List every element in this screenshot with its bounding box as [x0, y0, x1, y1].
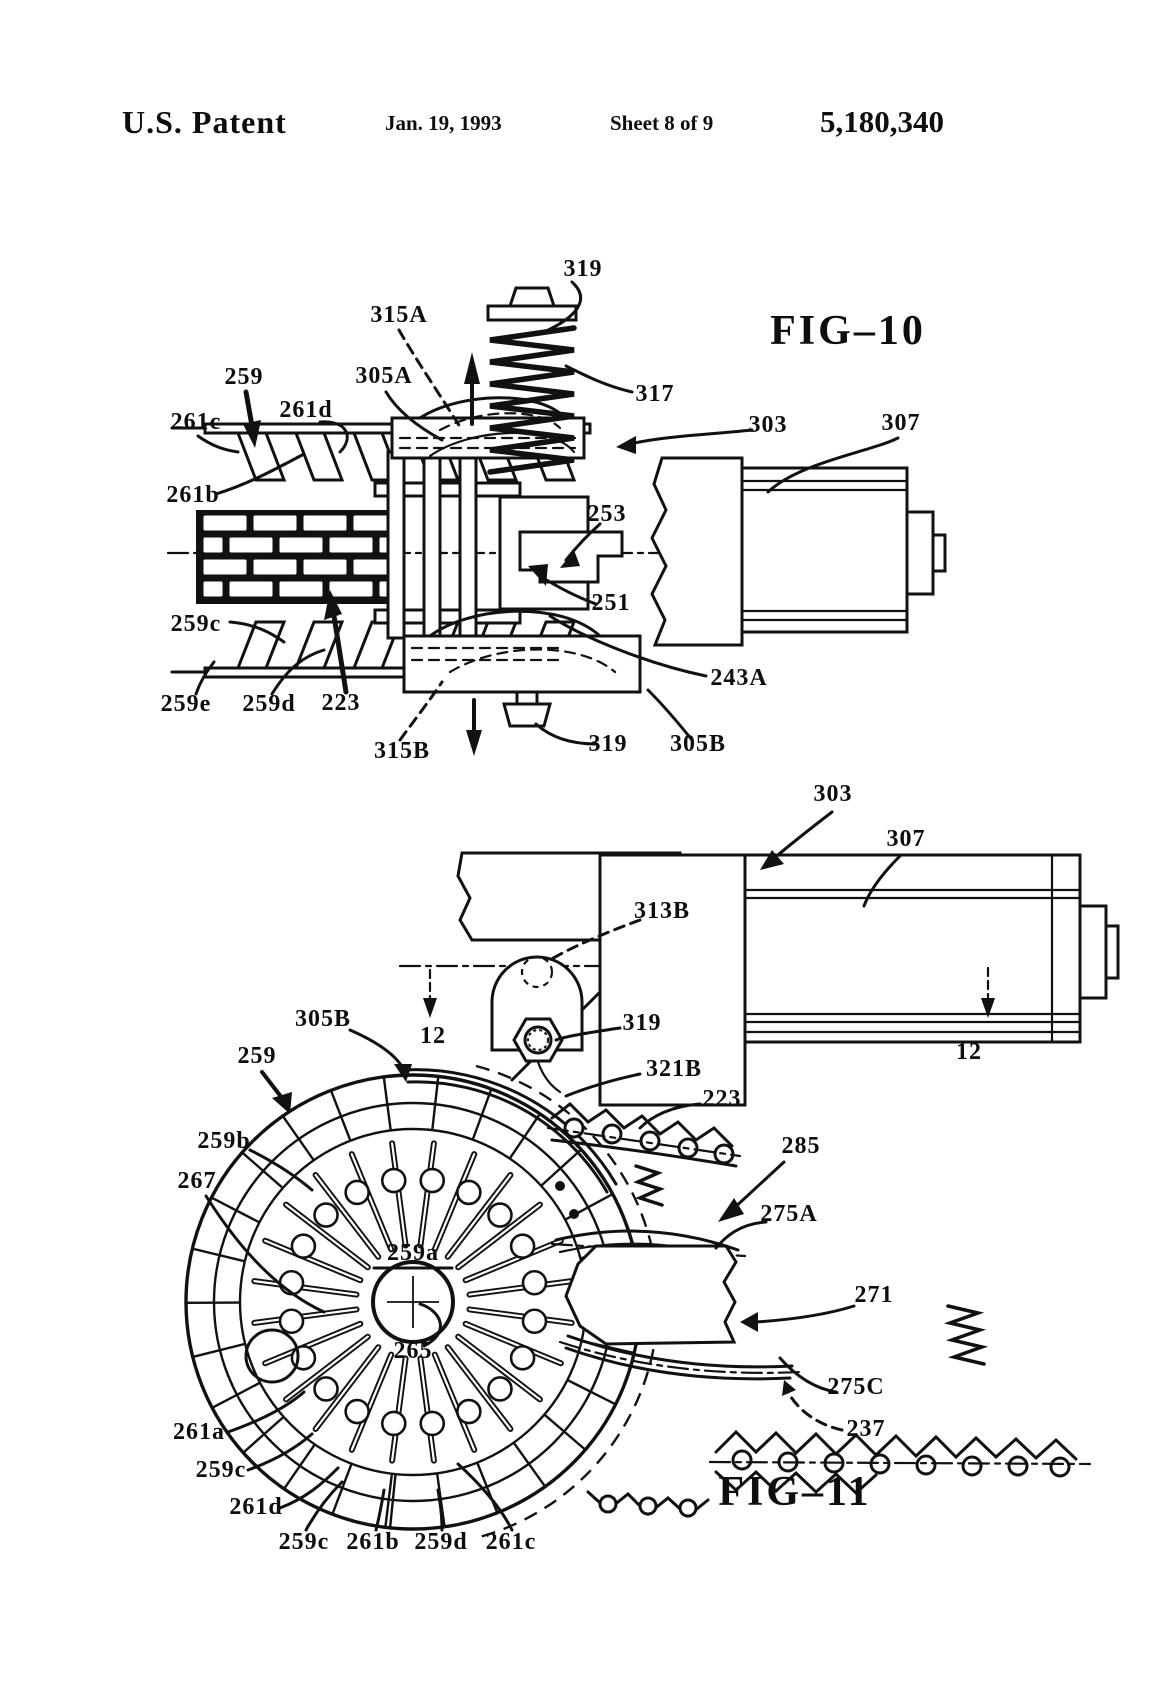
spring-bolt-head — [507, 286, 557, 308]
patent-title: U.S. Patent — [122, 104, 287, 140]
label-259c-left: 259c — [196, 1457, 247, 1483]
label-261b-bottom: 261b — [346, 1529, 399, 1555]
label-271: 271 — [855, 1282, 894, 1308]
label-259d-bottom: 259d — [414, 1529, 467, 1555]
label-305B: 305B — [670, 731, 726, 757]
figure-10: 319 315A 317 259 305A 261c 261d 303 307 … — [161, 256, 947, 764]
arrow-223 — [331, 613, 349, 695]
label-303-f11: 303 — [814, 781, 853, 807]
label-261d-left: 261d — [229, 1494, 282, 1520]
patent-date: Jan. 19, 1993 — [385, 111, 502, 135]
label-319-top: 319 — [564, 256, 603, 282]
label-259: 259 — [225, 364, 264, 390]
label-303: 303 — [749, 412, 788, 438]
band-305B — [402, 1068, 618, 1219]
label-307-f11: 307 — [887, 826, 926, 852]
label-259c-bottom: 259c — [279, 1529, 330, 1555]
label-12-right: 12 — [956, 1039, 982, 1065]
label-259b: 259b — [197, 1128, 250, 1154]
fig10-caption: FIG–10 — [770, 308, 926, 354]
lower-chain — [586, 1429, 1092, 1518]
sheet-number: Sheet 8 of 9 — [610, 111, 713, 135]
label-307: 307 — [882, 410, 921, 436]
motor-307-fig11 — [743, 853, 1120, 1044]
motor-307-fig10 — [740, 466, 947, 634]
labels-fig11: 303 307 313B 305B 12 12 319 321B 259 223… — [173, 781, 982, 1555]
label-261b: 261b — [166, 482, 219, 508]
leader-lines-fig11 — [204, 810, 995, 1532]
label-223-f11: 223 — [703, 1086, 742, 1112]
arrow-259 — [243, 389, 255, 429]
label-243A: 243A — [710, 665, 767, 691]
label-261a: 261a — [173, 1419, 225, 1445]
label-321B: 321B — [646, 1056, 702, 1082]
arm-271 — [550, 1229, 802, 1381]
label-265: 265 — [394, 1338, 433, 1364]
label-275A: 275A — [760, 1201, 817, 1227]
label-305B-f11: 305B — [295, 1006, 351, 1032]
finger-wheel — [184, 1064, 660, 1540]
label-261d: 261d — [279, 397, 332, 423]
label-267: 267 — [178, 1168, 217, 1194]
bracket-303-fig10 — [650, 456, 744, 647]
hex-bolt-319 — [512, 1017, 564, 1094]
pivot-arm — [490, 955, 584, 1052]
sheet-header: U.S. Patent Jan. 19, 1993 Sheet 8 of 9 5… — [122, 104, 944, 140]
label-259a: 259a — [387, 1240, 439, 1266]
label-237: 237 — [847, 1416, 886, 1442]
label-259d: 259d — [242, 691, 295, 717]
fig11-caption: FIG–11 — [718, 1469, 871, 1515]
label-261c: 261c — [171, 409, 222, 435]
coil-spring-top — [486, 286, 578, 475]
leader-lines-fig10 — [194, 280, 900, 746]
spring-285 — [633, 1164, 665, 1207]
bottom-bolt — [502, 690, 552, 728]
band-275C — [566, 1334, 794, 1369]
label-317: 317 — [636, 381, 675, 407]
bracket-303-fig11 — [456, 851, 747, 1107]
label-305A: 305A — [355, 363, 412, 389]
pivot-circle-313B — [520, 955, 554, 989]
upper-chain — [546, 1102, 742, 1168]
label-313B: 313B — [634, 898, 690, 924]
label-251: 251 — [592, 590, 631, 616]
label-259c: 259c — [171, 611, 222, 637]
leader-loop — [244, 1328, 300, 1384]
label-315A: 315A — [370, 302, 427, 328]
spring-237 — [943, 1304, 989, 1366]
label-275C: 275C — [827, 1374, 884, 1400]
figure-11: 303 307 313B 305B 12 12 319 321B 259 223… — [173, 781, 1120, 1555]
label-259e: 259e — [161, 691, 212, 717]
arrows-fig10 — [243, 352, 482, 756]
labels-fig10: 319 315A 317 259 305A 261c 261d 303 307 … — [161, 256, 926, 764]
label-12-left: 12 — [420, 1023, 446, 1049]
label-261c-bottom: 261c — [486, 1529, 537, 1555]
label-223: 223 — [322, 690, 361, 716]
label-319-bottom: 319 — [589, 731, 628, 757]
patent-number: 5,180,340 — [820, 104, 944, 139]
chain-stack — [196, 510, 404, 604]
label-319-f11: 319 — [623, 1010, 662, 1036]
label-315B: 315B — [374, 738, 430, 764]
label-253: 253 — [588, 501, 627, 527]
label-259-f11: 259 — [238, 1043, 277, 1069]
label-285: 285 — [782, 1133, 821, 1159]
